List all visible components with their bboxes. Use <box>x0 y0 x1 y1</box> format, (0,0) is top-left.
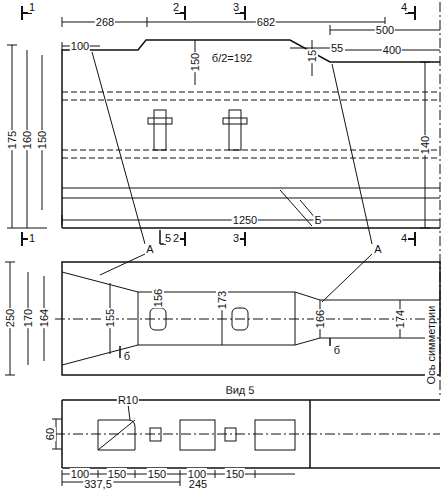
dimension-label-vertical: 174 <box>394 309 406 329</box>
dimension-label: 500 <box>375 24 395 36</box>
dimension-label: 2 <box>172 232 180 244</box>
plan-view <box>5 262 440 375</box>
dimension-label: 268 <box>95 16 115 28</box>
dimension-label: 337,5 <box>83 478 113 490</box>
dimension-label: б <box>333 344 341 356</box>
dimension-label-vertical: 150 <box>189 52 201 72</box>
dimension-label-vertical: Ось симметрии <box>425 305 437 386</box>
dimension-label: б/2=192 <box>211 52 253 64</box>
dimension-label-vertical: 160 <box>21 130 33 150</box>
dimension-label-vertical: 155 <box>104 308 116 328</box>
dimension-label-vertical: 164 <box>38 308 50 328</box>
dimension-label: 245 <box>188 478 208 490</box>
dimension-label: б <box>123 350 131 362</box>
dimension-label-vertical: 250 <box>4 308 16 328</box>
dimension-label-vertical: 150 <box>36 130 48 150</box>
dimension-label: 1250 <box>232 214 258 226</box>
dimension-label: 55 <box>330 42 344 54</box>
dimension-label: 100 <box>70 40 90 52</box>
dimension-label-vertical: 15 <box>306 49 318 63</box>
dimension-label: А <box>145 243 154 255</box>
dimension-label-vertical: 175 <box>6 130 18 150</box>
dimension-label: 3 <box>232 232 240 244</box>
dimension-label-vertical: 173 <box>216 290 228 310</box>
dimension-label: 150 <box>225 468 245 480</box>
dimension-label-vertical: Вид 5 <box>224 384 255 397</box>
dimension-label: А <box>373 243 382 255</box>
dimension-label: 4 <box>400 232 408 244</box>
dimension-label: Б <box>313 214 322 226</box>
view-5 <box>52 400 440 486</box>
dimension-label-vertical: 60 <box>44 427 56 441</box>
dimension-label: 3 <box>232 1 240 13</box>
dimension-label: 2 <box>172 1 180 13</box>
dimension-label: 5 <box>164 232 172 244</box>
elevation-view <box>7 6 440 302</box>
dimension-label: 1 <box>28 232 36 244</box>
dimension-label: 682 <box>256 16 276 28</box>
dimension-label-vertical: 156 <box>152 288 164 308</box>
dimension-label-vertical: 166 <box>314 309 326 329</box>
dimension-label: 150 <box>147 468 167 480</box>
dimension-label-vertical: 170 <box>22 308 34 328</box>
dimension-label: 400 <box>382 44 402 56</box>
dimension-label: 1 <box>28 1 36 13</box>
dimension-label-vertical: 140 <box>419 135 431 155</box>
dimension-label: R10 <box>117 394 139 406</box>
dimension-label: 4 <box>400 1 408 13</box>
